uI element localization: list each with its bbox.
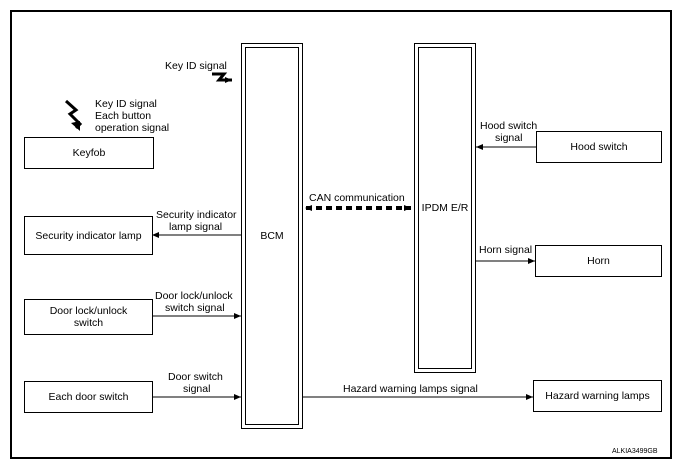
security-signal-line1: Security indicator bbox=[156, 209, 237, 221]
door-lock-signal-line2: switch signal bbox=[165, 302, 225, 314]
ipdm-inner: IPDM E/R bbox=[418, 47, 472, 369]
bcm-label: BCM bbox=[260, 230, 284, 242]
hazard-signal-label: Hazard warning lamps signal bbox=[343, 383, 478, 395]
door-switch-signal-line2: signal bbox=[183, 383, 211, 395]
horn-label: Horn bbox=[587, 255, 610, 267]
diagram-frame bbox=[10, 10, 672, 459]
keyfob-label: Keyfob bbox=[72, 147, 106, 159]
hazard-lamps-label: Hazard warning lamps bbox=[545, 390, 650, 402]
door-switch-signal-line1: Door switch bbox=[168, 371, 223, 383]
hood-switch-label: Hood switch bbox=[570, 141, 628, 153]
bcm-block: BCM bbox=[241, 43, 303, 429]
horn-box: Horn bbox=[535, 245, 662, 277]
hood-signal-line2: signal bbox=[495, 132, 523, 144]
hood-switch-box: Hood switch bbox=[536, 131, 662, 163]
key-id-signal-top: Key ID signal bbox=[165, 60, 227, 72]
door-lock-signal-line1: Door lock/unlock bbox=[155, 290, 233, 302]
ipdm-label: IPDM E/R bbox=[421, 202, 469, 214]
ipdm-block: IPDM E/R bbox=[414, 43, 476, 373]
door-lock-switch-box: Door lock/unlock switch bbox=[24, 299, 153, 335]
bcm-inner: BCM bbox=[245, 47, 299, 425]
door-lock-switch-label: Door lock/unlock switch bbox=[49, 305, 128, 329]
door-switch-label: Each door switch bbox=[48, 391, 129, 403]
figure-code: ALKIA3499GB bbox=[612, 448, 658, 455]
wireless-arrow-icon bbox=[212, 72, 232, 83]
horn-signal-label: Horn signal bbox=[479, 244, 533, 256]
door-switch-box: Each door switch bbox=[24, 381, 153, 413]
keyfob-signal-line3: operation signal bbox=[95, 122, 170, 134]
security-lamp-label: Security indicator lamp bbox=[35, 229, 142, 242]
hazard-lamps-box: Hazard warning lamps bbox=[533, 380, 662, 412]
keyfob-signal-line2: Each button bbox=[95, 110, 152, 122]
keyfob-signal-line1: Key ID signal bbox=[95, 98, 157, 110]
keyfob-box: Keyfob bbox=[24, 137, 154, 169]
security-lamp-box: Security indicator lamp bbox=[24, 216, 153, 255]
hood-signal-line1: Hood switch bbox=[480, 120, 538, 132]
can-signal-label: CAN communication bbox=[309, 192, 405, 204]
security-signal-line2: lamp signal bbox=[169, 221, 223, 233]
